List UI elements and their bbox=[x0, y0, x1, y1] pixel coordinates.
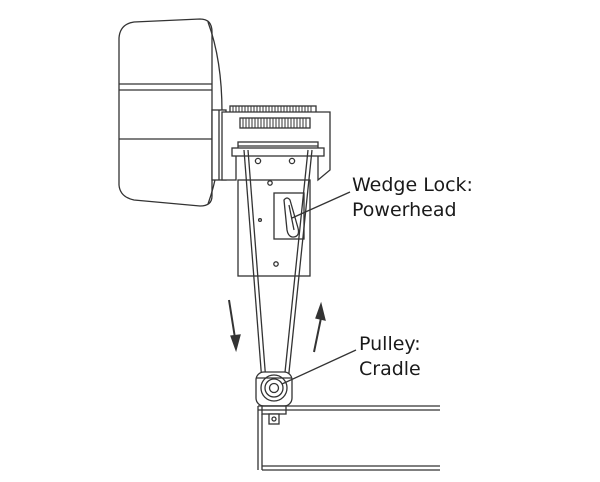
drive-belt bbox=[243, 149, 313, 383]
up-arrow-icon bbox=[313, 301, 326, 353]
wedge-lock-callout: Wedge Lock: Powerhead bbox=[352, 173, 473, 223]
cradle-label: Cradle bbox=[359, 358, 421, 380]
pulley-label: Pulley: bbox=[359, 333, 421, 355]
cradle bbox=[257, 405, 440, 471]
wedge-lock-leader-line bbox=[291, 191, 351, 219]
pulley-callout: Pulley: Cradle bbox=[359, 332, 421, 382]
pulley-leader-line bbox=[281, 349, 357, 385]
down-arrow-icon bbox=[228, 299, 241, 353]
powerhead-bracket bbox=[221, 111, 331, 182]
powerhead-label: Powerhead bbox=[352, 199, 457, 221]
motor-housing bbox=[118, 18, 223, 207]
wedge-lock-label: Wedge Lock: bbox=[352, 174, 473, 196]
